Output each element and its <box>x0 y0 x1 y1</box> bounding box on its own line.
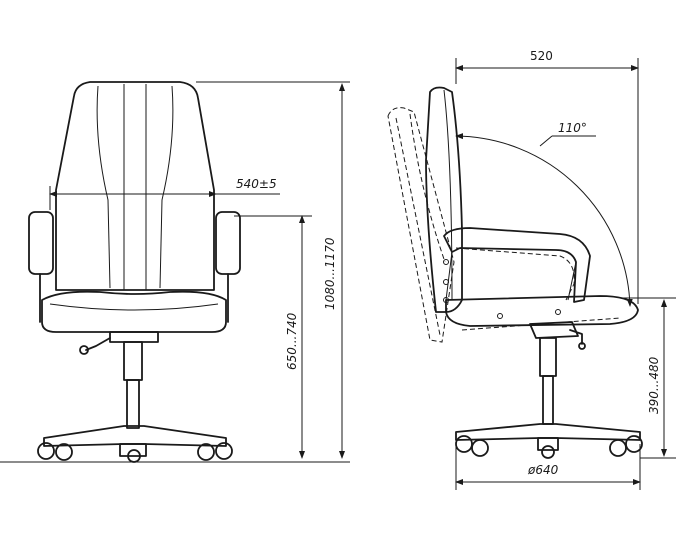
front-view <box>0 81 300 463</box>
recline-angle-dimension: 110° <box>455 121 633 307</box>
mounting-bolts <box>443 259 561 319</box>
seat-stitch <box>49 303 219 311</box>
top-depth-dimension: 520 <box>455 49 639 304</box>
overall-height-label: 1080...1170 <box>323 237 337 310</box>
reclined-backrest <box>387 107 455 343</box>
recline-angle-label: 110° <box>558 121 587 135</box>
base-diameter-label: ø640 <box>527 463 559 477</box>
side-mechanism <box>529 321 579 339</box>
lever-knob <box>79 345 89 355</box>
front-seat <box>41 290 227 333</box>
seat-height-dimension: 390...480 <box>620 297 676 459</box>
base-hub <box>119 443 147 457</box>
side-armrest <box>443 227 591 303</box>
front-armrest-right <box>215 211 241 275</box>
backrest-panel-left <box>96 85 111 289</box>
front-casters <box>37 442 233 463</box>
side-base-hub <box>537 437 559 451</box>
armrest-height-dimension: 650...740 <box>234 215 312 459</box>
side-gas-lift-lower <box>542 375 554 425</box>
gas-lever <box>85 337 111 351</box>
seat-width-dimension: 540±5 <box>49 177 280 210</box>
front-base <box>43 425 227 447</box>
side-view <box>387 86 643 459</box>
side-gas-lift-upper <box>539 337 557 377</box>
armrest-height-label: 650...740 <box>285 312 299 370</box>
seat-width-label: 540±5 <box>236 177 277 191</box>
base-diameter-dimension: ø640 <box>455 444 641 490</box>
tilt-mechanism <box>109 331 159 343</box>
top-depth-label: 520 <box>530 49 553 63</box>
armrest-alt-position <box>455 247 575 301</box>
front-backrest <box>55 81 215 291</box>
seat-height-label: 390...480 <box>647 356 661 414</box>
gas-lift-lower <box>126 379 140 429</box>
side-lever <box>569 329 583 345</box>
side-backrest <box>425 86 463 313</box>
front-armrest-left <box>28 211 54 275</box>
overall-height-dimension: 1080...1170 <box>196 81 350 463</box>
backrest-panel-right <box>159 85 174 289</box>
side-seat <box>445 295 639 327</box>
gas-lift-upper <box>123 341 143 381</box>
side-casters <box>455 435 643 459</box>
